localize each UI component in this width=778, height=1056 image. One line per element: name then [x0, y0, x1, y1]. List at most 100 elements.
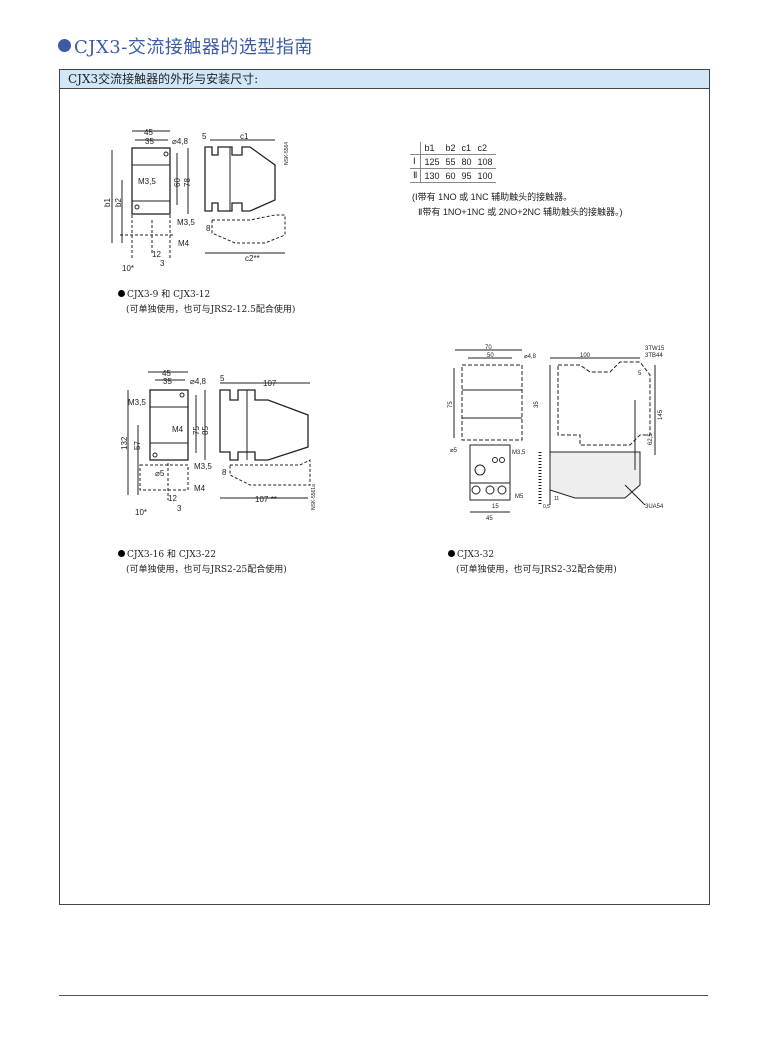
caption-note: (可单独使用，也可与JRS2-25配合使用) [126, 565, 287, 575]
cell: 80 [458, 154, 475, 169]
cell: 125 [420, 154, 443, 169]
header-cell: b1 [420, 142, 443, 155]
note-line: Ⅱ带有 1NO+1NC 或 2NO+2NC 辅助触头的接触器。) [418, 207, 623, 217]
dim-label: 10* [135, 508, 147, 517]
dim-label: 35 [145, 137, 154, 146]
caption-note: (可单独使用，也可与JRS2-32配合使用) [456, 565, 617, 575]
dim-label: 75 [448, 401, 454, 408]
dim-label: 3TB44 [645, 353, 663, 359]
drawing-code: NSK-5561a [311, 484, 317, 510]
dim-label: 5 [202, 132, 207, 141]
page-title-text: CJX3-交流接触器的选型指南 [74, 37, 313, 58]
dim-label: 12 [152, 250, 161, 259]
dim-label: 60 [173, 178, 182, 187]
dim-label: 57 [133, 441, 142, 450]
dim-label: 3UA54 [645, 504, 664, 510]
dim-label: 3 [160, 259, 165, 268]
dim-label: 35 [534, 401, 540, 408]
dim-label: 62,5 [648, 433, 654, 445]
dim-label: 70 [485, 345, 492, 351]
dim-label: M3,5 [194, 462, 212, 471]
dim-label: M3,5 [177, 218, 195, 227]
dim-label: 107 [263, 379, 277, 388]
dim-label: b2 [114, 198, 123, 207]
dim-label: 45 [486, 516, 493, 522]
dim-label: 8 [222, 468, 227, 477]
cell: 108 [474, 154, 496, 169]
footer-divider [59, 995, 708, 996]
note-line: (Ⅰ带有 1NO 或 1NC 辅助触头的接触器。 [412, 192, 573, 202]
cell: 95 [458, 168, 475, 183]
header-cell [410, 142, 422, 155]
header-cell: b2 [442, 142, 459, 155]
dim-label: 145 [658, 409, 664, 420]
bullet-icon [448, 550, 455, 557]
dim-label: M3,5 [512, 450, 526, 456]
cell: 100 [474, 168, 496, 183]
dim-label: c2** [245, 254, 260, 263]
dim-label: M4 [172, 425, 184, 434]
header-cell: c2 [474, 142, 496, 155]
drawing-cjx3-32: 70 50 ⌀4,8 100 3TW15 3TB44 5 75 35 ⌀5 M3… [448, 345, 665, 522]
dim-label: M3,5 [138, 177, 156, 186]
dim-label: M4 [178, 239, 190, 248]
page-title: CJX3-交流接触器的选型指南 [58, 33, 313, 59]
dim-label: 3 [177, 504, 182, 513]
cell: 60 [442, 168, 459, 183]
dim-label: 10* [122, 264, 134, 273]
dim-label: 35 [163, 377, 172, 386]
row-label: Ⅰ [410, 154, 422, 169]
header-cell: c1 [458, 142, 475, 155]
cell: 55 [442, 154, 459, 169]
dim-label: 11 [554, 496, 559, 502]
dim-label: 0,5 [543, 504, 550, 510]
dim-label: 100 [580, 353, 591, 359]
dim-label: M5 [515, 494, 524, 500]
dim-label: c1 [240, 132, 249, 141]
dim-label: 85 [201, 426, 210, 435]
dim-label: ⌀5 [450, 448, 458, 454]
caption-note: (可单独使用，也可与JRS2-12.5配合使用) [126, 305, 296, 315]
dim-label: ⌀4,8 [524, 354, 537, 360]
dim-label: 3TW15 [645, 346, 665, 352]
caption-cjx3-9-12: CJX3-9 和 CJX3-12 (可单独使用，也可与JRS2-12.5配合使用… [118, 288, 295, 318]
caption-model: CJX3-16 和 CJX3-22 [127, 550, 216, 560]
dim-label: ⌀4,8 [190, 377, 206, 386]
dim-label: M4 [194, 484, 206, 493]
dim-label: ⌀5 [155, 469, 165, 478]
dim-label: 78 [183, 178, 192, 187]
bullet-icon [118, 290, 125, 297]
dim-label: 5 [638, 371, 642, 377]
drawing-cjx3-9-12: 45 35 ⌀4,8 5 c1 M3,5 60 78 b1 b2 M3,5 8 … [103, 128, 290, 273]
table-notes: (Ⅰ带有 1NO 或 1NC 辅助触头的接触器。 Ⅱ带有 1NO+1NC 或 2… [412, 190, 622, 220]
content-frame: CJX3交流接触器的外形与安装尺寸: [59, 69, 710, 905]
dim-label: 107 ** [255, 495, 277, 504]
section-header: CJX3交流接触器的外形与安装尺寸: [60, 70, 709, 89]
dim-label: M3,5 [128, 398, 146, 407]
bullet-icon [58, 39, 71, 52]
dim-label: 5 [220, 374, 225, 383]
row-label: Ⅱ [410, 168, 422, 183]
dim-label: ⌀4,8 [172, 137, 188, 146]
dim-label: b1 [103, 198, 112, 207]
dim-label: 45 [162, 369, 171, 378]
cell: 130 [420, 168, 443, 183]
caption-model: CJX3-9 和 CJX3-12 [127, 290, 211, 300]
drawing-code: NSK-5564 [284, 142, 290, 165]
dim-label: 132 [120, 436, 129, 450]
caption-model: CJX3-32 [457, 550, 495, 560]
caption-cjx3-16-22: CJX3-16 和 CJX3-22 (可单独使用，也可与JRS2-25配合使用) [118, 548, 287, 578]
caption-cjx3-32: CJX3-32 (可单独使用，也可与JRS2-32配合使用) [448, 548, 617, 578]
dim-label: 8 [206, 224, 211, 233]
dim-label: 50 [487, 353, 494, 359]
dim-label: 12 [168, 494, 177, 503]
drawing-cjx3-16-22: 45 35 ⌀4,8 5 107 M3,5 M4 75 85 132 57 M3… [120, 369, 317, 517]
bullet-icon [118, 550, 125, 557]
dim-label: 45 [144, 128, 153, 137]
dim-label: 75 [192, 426, 201, 435]
dim-label: 15 [492, 504, 499, 510]
